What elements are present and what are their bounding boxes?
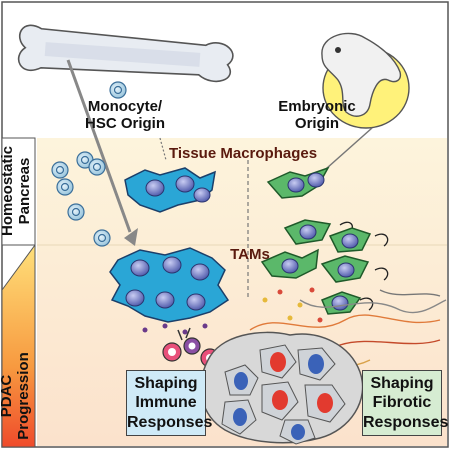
homeostatic-line2: Pancreas: [15, 157, 33, 225]
tumor-cell: [304, 384, 346, 423]
immune-responses-box: Shaping Immune Responses: [126, 370, 213, 436]
monocyte: [88, 158, 106, 176]
monocyte-origin-label: Monocyte/ HSC Origin: [70, 98, 180, 133]
fibrotic-line3: Responses: [363, 413, 449, 431]
monocyte-arrow: [66, 59, 132, 233]
embryonic-origin-label: Embryonic Origin: [262, 98, 372, 133]
secreted-factors: [142, 287, 323, 335]
tams-monocyte-cluster: [109, 247, 230, 323]
monocyte: [51, 161, 69, 179]
fibrotic-line2: Fibrotic: [372, 394, 432, 412]
tumor-cell: [224, 364, 259, 396]
tissue-macrophages-label: Tissue Macrophages: [168, 145, 318, 162]
tumor-cell: [221, 399, 257, 435]
immune-line1: Shaping: [134, 375, 198, 393]
tams-embryonic: [260, 227, 389, 315]
circulating-monocytes: [51, 81, 127, 247]
tumor-cell: [259, 344, 297, 379]
monocyte: [109, 81, 127, 99]
monocyte: [93, 229, 111, 247]
pdac-line1: PDAC: [0, 374, 15, 418]
embryonic-origin-line2: Origin: [294, 115, 340, 133]
tumor-cell: [279, 419, 316, 445]
pdac-wedge: [1, 243, 36, 448]
pdac-line2: Progression: [14, 352, 32, 440]
tumor-cluster: [200, 331, 364, 445]
fibrotic-line1: Shaping: [370, 375, 434, 393]
pdac-progression-label: PDAC Progression: [0, 342, 35, 450]
homeostatic-pancreas-label: Homeostatic Pancreas: [0, 137, 34, 245]
tissue-macrophages-embryonic: [266, 166, 354, 245]
monocyte-origin-line2: HSC Origin: [84, 115, 165, 133]
monocyte: [67, 203, 85, 221]
monocyte: [56, 178, 74, 196]
bone-icon: [17, 24, 234, 83]
tissue-macrophages-monocyte: [124, 167, 216, 213]
fibrotic-responses-box: Shaping Fibrotic Responses: [362, 370, 449, 436]
tams-label: TAMs: [230, 246, 270, 263]
embryo-icon: [321, 32, 410, 129]
homeostatic-bar: [1, 137, 36, 246]
immune-line3: Responses: [127, 413, 213, 431]
embryonic-origin-line1: Embryonic: [278, 98, 356, 115]
tumor-cell: [297, 347, 336, 381]
immune-line2: Immune: [135, 394, 197, 412]
tumor-cell: [261, 381, 299, 421]
monocyte-origin-line1: Monocyte/: [87, 98, 163, 115]
homeostatic-line1: Homeostatic: [0, 145, 16, 237]
